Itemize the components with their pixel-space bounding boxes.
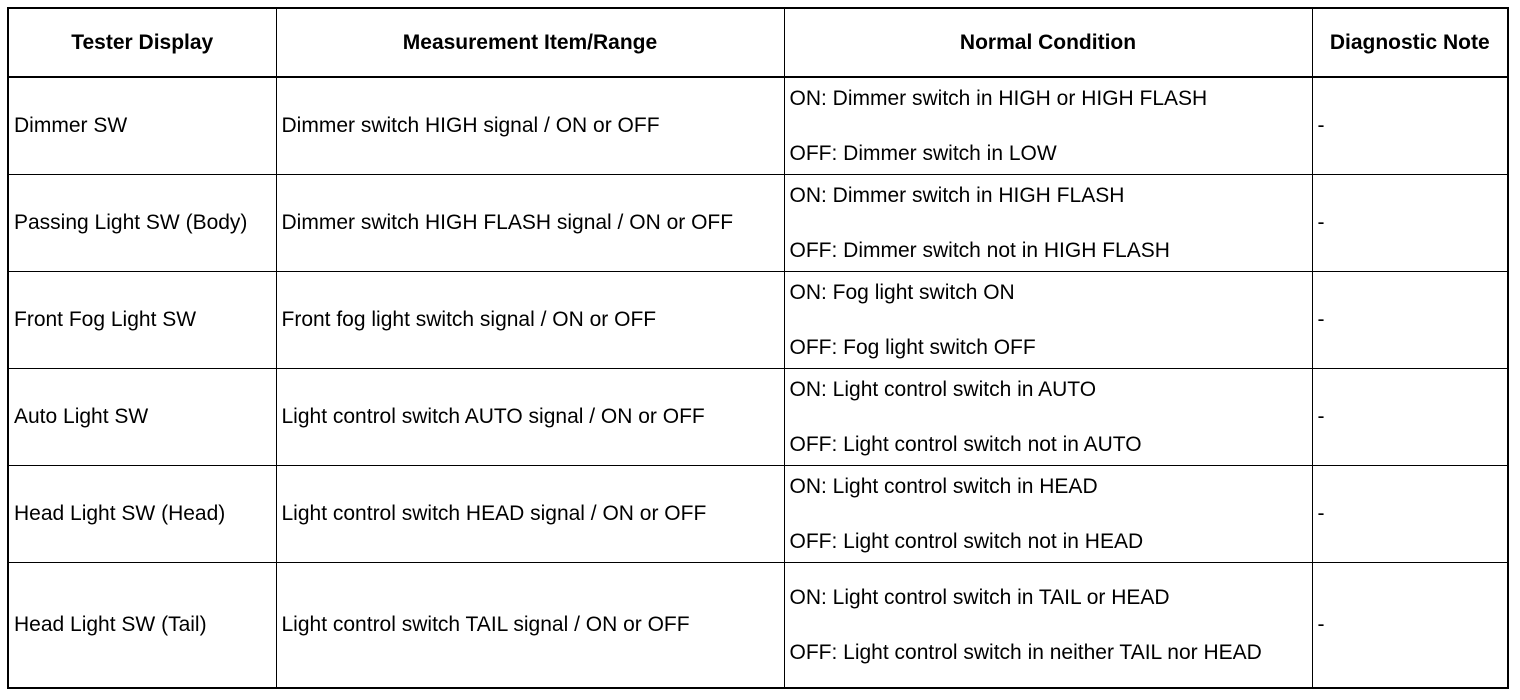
diagnostic-note-cell: - xyxy=(1311,464,1509,563)
table-row: Head Light SW (Tail) Light control switc… xyxy=(7,561,1509,689)
header-tester-display: Tester Display xyxy=(7,7,277,78)
measurement-cell: Front fog light switch signal / ON or OF… xyxy=(275,270,785,369)
measurement-cell: Light control switch AUTO signal / ON or… xyxy=(275,367,785,466)
table-row: Head Light SW (Head) Light control switc… xyxy=(7,464,1509,563)
tester-display-cell: Front Fog Light SW xyxy=(7,270,277,369)
header-diagnostic-note: Diagnostic Note xyxy=(1311,7,1509,78)
table-header: Tester Display Measurement Item/Range No… xyxy=(7,7,1509,78)
condition-off-text: OFF: Light control switch not in AUTO xyxy=(789,432,1142,456)
header-row: Tester Display Measurement Item/Range No… xyxy=(7,7,1509,78)
condition-on-text: ON: Fog light switch ON xyxy=(789,280,1015,304)
measurement-cell: Light control switch HEAD signal / ON or… xyxy=(275,464,785,563)
header-normal-condition: Normal Condition xyxy=(783,7,1313,78)
normal-condition-cell: ON: Dimmer switch in HIGH FLASH OFF: Dim… xyxy=(783,173,1313,272)
condition-off-text: OFF: Light control switch in neither TAI… xyxy=(789,640,1262,664)
condition-off-text: OFF: Fog light switch OFF xyxy=(789,335,1036,359)
measurement-cell: Dimmer switch HIGH FLASH signal / ON or … xyxy=(275,173,785,272)
condition-off-text: OFF: Dimmer switch in LOW xyxy=(789,141,1057,165)
diagnostic-note-cell: - xyxy=(1311,76,1509,175)
normal-condition-cell: ON: Light control switch in HEAD OFF: Li… xyxy=(783,464,1313,563)
table-row: Dimmer SW Dimmer switch HIGH signal / ON… xyxy=(7,76,1509,175)
condition-on-text: ON: Light control switch in HEAD xyxy=(789,474,1098,498)
table-row: Passing Light SW (Body) Dimmer switch HI… xyxy=(7,173,1509,272)
tester-display-cell: Head Light SW (Tail) xyxy=(7,561,277,689)
condition-on-text: ON: Dimmer switch in HIGH or HIGH FLASH xyxy=(789,86,1208,110)
table-row: Auto Light SW Light control switch AUTO … xyxy=(7,367,1509,466)
condition-on-text: ON: Dimmer switch in HIGH FLASH xyxy=(789,183,1125,207)
condition-off-text: OFF: Dimmer switch not in HIGH FLASH xyxy=(789,238,1170,262)
condition-on-text: ON: Light control switch in TAIL or HEAD xyxy=(789,585,1170,609)
normal-condition-cell: ON: Light control switch in TAIL or HEAD… xyxy=(783,561,1313,689)
condition-off-text: OFF: Light control switch not in HEAD xyxy=(789,529,1144,553)
data-list-table: Tester Display Measurement Item/Range No… xyxy=(7,7,1509,689)
normal-condition-cell: ON: Fog light switch ON OFF: Fog light s… xyxy=(783,270,1313,369)
tester-display-cell: Passing Light SW (Body) xyxy=(7,173,277,272)
tester-display-cell: Head Light SW (Head) xyxy=(7,464,277,563)
normal-condition-cell: ON: Light control switch in AUTO OFF: Li… xyxy=(783,367,1313,466)
diagnostic-note-cell: - xyxy=(1311,173,1509,272)
measurement-cell: Light control switch TAIL signal / ON or… xyxy=(275,561,785,689)
diagnostic-note-cell: - xyxy=(1311,561,1509,689)
measurement-cell: Dimmer switch HIGH signal / ON or OFF xyxy=(275,76,785,175)
normal-condition-cell: ON: Dimmer switch in HIGH or HIGH FLASH … xyxy=(783,76,1313,175)
diagnostic-note-cell: - xyxy=(1311,270,1509,369)
table-body: Dimmer SW Dimmer switch HIGH signal / ON… xyxy=(7,76,1509,689)
diagnostic-note-cell: - xyxy=(1311,367,1509,466)
header-measurement: Measurement Item/Range xyxy=(275,7,785,78)
tester-display-cell: Auto Light SW xyxy=(7,367,277,466)
condition-on-text: ON: Light control switch in AUTO xyxy=(789,377,1097,401)
tester-display-cell: Dimmer SW xyxy=(7,76,277,175)
table-row: Front Fog Light SW Front fog light switc… xyxy=(7,270,1509,369)
